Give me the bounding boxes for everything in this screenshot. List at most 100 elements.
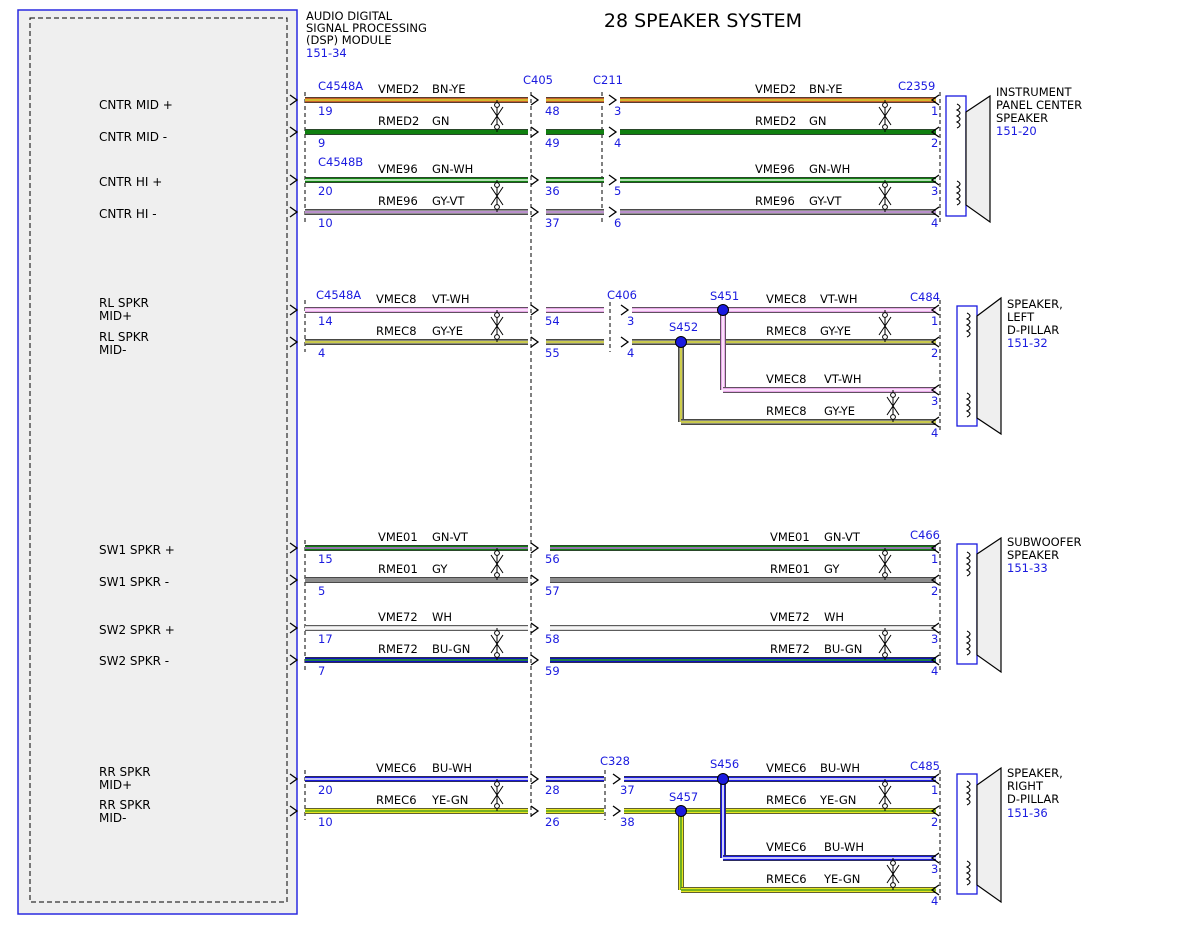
pin-number: 2: [931, 815, 938, 829]
module-name-line: (DSP) MODULE: [306, 33, 392, 47]
splice-dot-icon: [675, 805, 687, 817]
circuit-label: VMED2: [378, 82, 419, 96]
speaker-cone-icon: [965, 94, 991, 224]
wire-color-label: GN-WH: [809, 162, 850, 176]
dsp-module-box: [17, 9, 298, 915]
twisted-pair: [490, 310, 892, 342]
speaker-name: D-PILLAR: [1007, 792, 1059, 806]
connector-arrow-icon: [289, 174, 299, 186]
wire-color-label: GN-VT: [824, 530, 861, 544]
speaker-terminal-block: [956, 305, 978, 427]
connector-arrow-icon: [930, 852, 940, 864]
connector-arrow-icon: [530, 773, 540, 785]
connector-arrow-icon: [289, 654, 299, 666]
twisted-pair-icon: [882, 182, 888, 188]
connector-arrow-icon: [612, 773, 622, 785]
wire-color-label: WH: [432, 610, 452, 624]
pin-number: 4: [318, 346, 325, 360]
connector-arrow-icon: [289, 773, 299, 785]
terminal-label: RR SPKR: [99, 765, 151, 779]
twisted-pair-icon: [882, 334, 888, 340]
pin-number: 5: [318, 584, 325, 598]
terminal-label: SW2 SPKR -: [99, 654, 169, 668]
connector-arrow-icon: [608, 126, 618, 138]
circuit-label: RME96: [755, 194, 795, 208]
pin-number: 6: [614, 216, 621, 230]
connector-label: C485: [910, 759, 940, 773]
connector-arrow-icon: [530, 542, 540, 554]
circuit-label: RMEC8: [766, 324, 807, 338]
pin-number: 3: [931, 394, 938, 408]
connector-arrow-icon: [930, 416, 940, 428]
wire-color-label: GY: [824, 562, 840, 576]
connector-arrow-icon: [530, 622, 540, 634]
speaker-cone-icon: [976, 536, 1002, 674]
connector-arrow-icon: [930, 574, 940, 586]
twisted-pair-icon: [490, 785, 504, 805]
connector-arrow-icon: [930, 174, 940, 186]
pin-number: 3: [627, 314, 634, 328]
connector-arrow-icon: [930, 622, 940, 634]
twisted-pair-icon: [878, 106, 892, 126]
pin-number: 15: [318, 552, 333, 566]
circuit-label: RMEC6: [766, 872, 807, 886]
twisted-pair-icon: [494, 182, 500, 188]
twisted-pair-icon: [490, 634, 504, 654]
twisted-pair: [490, 628, 892, 660]
twisted-pair-icon: [890, 414, 896, 420]
module-name-line: SIGNAL PROCESSING: [306, 21, 427, 35]
circuit-label: RMED2: [378, 114, 419, 128]
splice: S456: [710, 757, 739, 785]
connector-dividers: [304, 92, 941, 900]
circuit-label: VME96: [378, 162, 418, 176]
speaker-coil-icon: [955, 103, 961, 206]
connector-label: C4548B: [318, 155, 363, 169]
pin-number: 37: [545, 216, 560, 230]
terminal-label: RR SPKR: [99, 798, 151, 812]
circuit-label: RMEC8: [376, 324, 417, 338]
twisted-pair-icon: [494, 312, 500, 318]
circuit-label: VMED2: [755, 82, 796, 96]
twisted-pair-icon: [494, 124, 500, 130]
connector-label: C4548A: [318, 79, 363, 93]
pin-number: 19: [318, 104, 333, 118]
connector-label: C406: [607, 288, 637, 302]
connector-arrow-icon: [930, 805, 940, 817]
dsp-module-label: AUDIO DIGITAL SIGNAL PROCESSING (DSP) MO…: [306, 9, 427, 60]
connector-arrow-icon: [289, 622, 299, 634]
circuit-label: VME01: [378, 530, 418, 544]
connector-arrow-icon: [930, 336, 940, 348]
speaker-cone-icon: [976, 766, 1002, 904]
terminal-label: MID+: [99, 778, 132, 792]
twisted-pair-icon: [890, 882, 896, 888]
twisted-pair-icon: [886, 864, 900, 884]
connector-label: C4548A: [316, 288, 361, 302]
connector-arrow-icon: [289, 304, 299, 316]
twisted-pair: [490, 100, 892, 132]
speaker-coil-icon: [965, 780, 971, 886]
pin-number: 7: [318, 664, 325, 678]
connector-arrow-icon: [289, 94, 299, 106]
connector-arrow-icon: [930, 773, 940, 785]
circuit-label: VMEC8: [376, 292, 416, 306]
speaker-name: SPEAKER: [996, 111, 1048, 125]
circuit-label: RME01: [378, 562, 418, 576]
wire-color-label: WH: [824, 610, 844, 624]
circuit-label: RME96: [378, 194, 418, 208]
connector-arrow-icon: [530, 94, 540, 106]
pin-number: 3: [931, 632, 938, 646]
connector-arrow-icon: [930, 206, 940, 218]
wire-color-label: GN-VT: [432, 530, 469, 544]
pin-number: 26: [545, 815, 560, 829]
pin-number: 1: [931, 314, 938, 328]
connector-arrow-icon: [289, 126, 299, 138]
pin-number: 4: [931, 426, 938, 440]
speaker-name: SPEAKER,: [1007, 766, 1063, 780]
speaker-ref: 151-20: [996, 124, 1037, 138]
twisted-pair: [886, 390, 900, 422]
